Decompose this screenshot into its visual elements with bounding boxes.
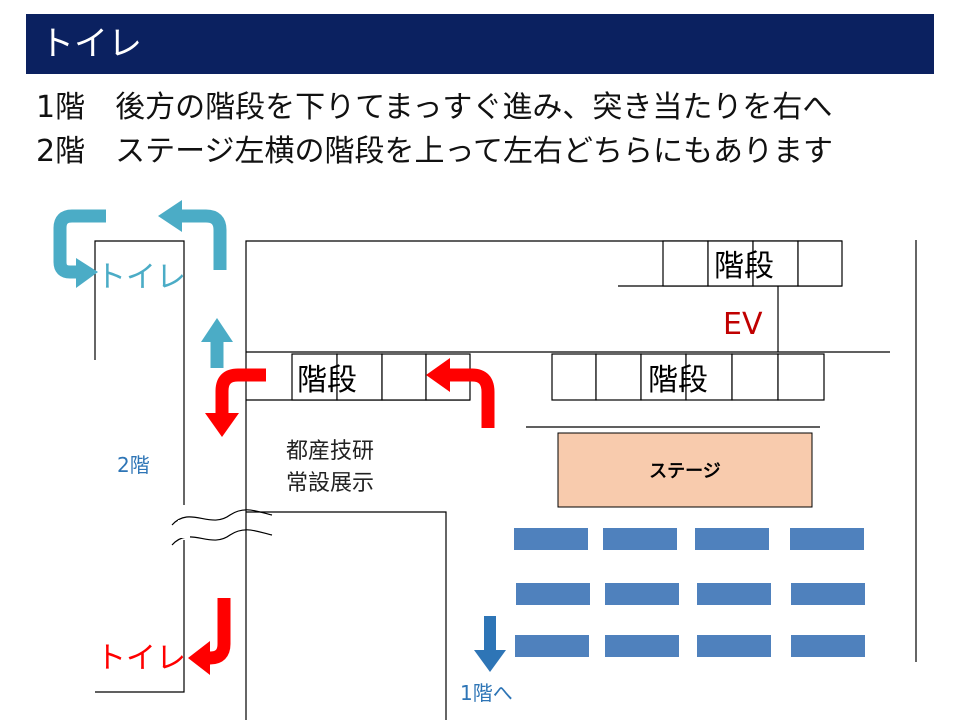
description-floor2: 2階 ステージ左横の階段を上って左右どちらにもあります xyxy=(36,134,833,169)
wall-main-left xyxy=(245,240,842,720)
seat-row-1-2 xyxy=(603,528,677,550)
floor1-arrows xyxy=(208,368,495,665)
arrow-red-lower-head xyxy=(188,641,210,675)
seat-row-2-4 xyxy=(791,583,865,605)
seat-row-1-1 xyxy=(514,528,588,550)
exhibit-label-line2: 常設展示 xyxy=(286,471,374,496)
stairs-center xyxy=(551,353,825,401)
stage xyxy=(557,432,813,508)
seat-row-2-2 xyxy=(605,583,679,605)
seat-row-3-1 xyxy=(515,635,589,657)
stairs-top-label: 階段 xyxy=(714,249,774,284)
wall-toilet-lower xyxy=(95,540,185,693)
seat-row-1-4 xyxy=(790,528,864,550)
stairs-left-label: 階段 xyxy=(297,363,357,398)
down-arrow-shaft xyxy=(484,616,496,652)
arrow-red-left-head xyxy=(205,413,239,437)
arrow-upper-right xyxy=(180,209,227,270)
stairs-top xyxy=(662,240,843,287)
arrow-red-right-head xyxy=(426,358,450,392)
arrow-red-lower xyxy=(208,598,231,665)
stairs-center-label: 階段 xyxy=(648,363,708,398)
down-arrow-head xyxy=(474,650,506,672)
stage-label: ステージ xyxy=(649,461,721,482)
seating xyxy=(514,528,865,657)
arrow-red-right xyxy=(448,368,495,428)
floor2-label: 2階 xyxy=(117,453,150,477)
seat-row-3-3 xyxy=(697,635,771,657)
wall-toilet-upper xyxy=(94,240,185,505)
arrow-upper-right-head xyxy=(158,200,182,232)
seat-row-3-4 xyxy=(791,635,865,657)
arrow-red-left xyxy=(215,368,266,415)
arrow-upper-left xyxy=(53,209,106,279)
seat-row-2-3 xyxy=(697,583,771,605)
page-title: トイレ xyxy=(40,24,142,64)
elevator-label: EV xyxy=(723,307,763,342)
seat-row-3-2 xyxy=(605,635,679,657)
seat-row-2-1 xyxy=(516,583,590,605)
exhibit-label-line1: 都産技研 xyxy=(286,439,374,464)
description-floor1: 1階 後方の階段を下りてまっすぐ進み、突き当たりを右へ xyxy=(36,90,833,125)
arrow-upper-left-head xyxy=(76,258,98,288)
toilet-lower-label: トイレ xyxy=(96,641,186,676)
title-bar: トイレ xyxy=(26,14,934,74)
toilet-upper-label: トイレ xyxy=(96,260,186,295)
seat-row-1-3 xyxy=(695,528,769,550)
to-floor1-label: 1階へ xyxy=(460,681,513,705)
arrow-up-short-head xyxy=(201,318,233,342)
floor2-arrows xyxy=(53,209,227,368)
wall-exhibit xyxy=(246,511,447,720)
break-gap xyxy=(178,520,190,538)
